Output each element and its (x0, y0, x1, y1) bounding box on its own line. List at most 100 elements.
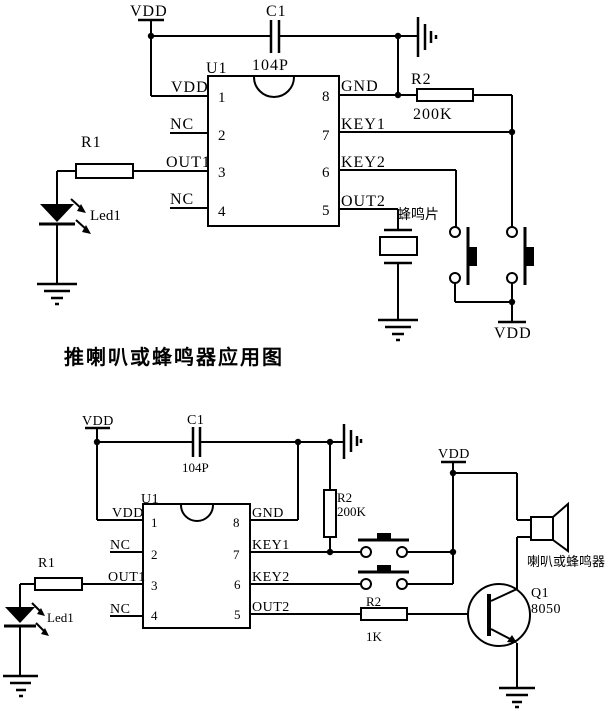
pin-label: NC (170, 116, 194, 133)
c1-ref-top: C1 (266, 3, 287, 20)
r2-value-bottom: 200K (337, 504, 367, 519)
pin-label: KEY2 (252, 570, 290, 585)
ic-ref-bottom: U1 (141, 492, 159, 507)
junction-dot (394, 91, 402, 99)
ic-u1-bottom (142, 503, 251, 629)
vdd-label-bottom-left: VDD (82, 414, 114, 429)
ground-icon-piezo (378, 318, 418, 342)
vdd-symbol-bottom-right (441, 460, 466, 584)
piezo-buzzer (379, 228, 418, 319)
top-circuit: VDD C1 104P U1 VDD N (37, 3, 534, 342)
pin-label: VDD (112, 506, 144, 521)
speaker-icon (530, 501, 569, 553)
pin-number: 7 (322, 128, 330, 144)
vdd-label-top-left: VDD (130, 3, 168, 20)
q1-ref: Q1 (531, 586, 549, 601)
r3-ref: R2 (366, 594, 381, 609)
r2-value-top: 200K (413, 106, 453, 123)
junction-dot (394, 32, 402, 40)
capacitor-c1-top (269, 20, 281, 53)
pin-label: OUT1 (166, 154, 211, 171)
led-led1-top (39, 171, 91, 284)
pin-number: 6 (234, 577, 241, 592)
junction-dot (326, 548, 334, 556)
ground-icon-emitter (499, 686, 535, 709)
pin-label: NC (110, 538, 130, 553)
pin-number: 2 (151, 547, 158, 562)
r1-ref-bottom: R1 (38, 556, 55, 571)
bottom-circuit: VDD C1 104P U1 VDD NC OUT1 NC (3, 413, 605, 709)
junction-dot (508, 298, 516, 306)
pin-number: 4 (218, 204, 226, 220)
pin-number: 3 (218, 165, 226, 181)
resistor-r2-bottom (323, 442, 337, 552)
pin-label: NC (110, 602, 130, 617)
pin-number: 2 (218, 128, 226, 144)
pin-label: OUT1 (108, 570, 146, 585)
c1-value-bottom: 104P (182, 460, 209, 475)
junction-dot (93, 438, 101, 446)
pin-label: KEY2 (341, 154, 386, 171)
pin-label: KEY1 (341, 116, 386, 133)
junction-dot (147, 32, 155, 40)
pin-label: GND (252, 506, 284, 521)
transistor-collector (490, 588, 518, 602)
pushbutton-key1-bottom (358, 533, 453, 558)
q1-value: 8050 (531, 602, 561, 617)
resistor-r3-1k (360, 607, 487, 621)
junction-dot (326, 438, 334, 446)
junction-dot (449, 548, 457, 556)
pin-number: 8 (233, 515, 240, 530)
pin-label: OUT2 (252, 600, 290, 615)
ground-icon-bottom-rail (342, 424, 363, 459)
ic-ref-top: U1 (206, 60, 228, 77)
r2-ref-bottom: R2 (337, 490, 352, 505)
pin-label: GND (341, 78, 379, 95)
c1-ref-bottom: C1 (187, 413, 204, 428)
pin-number: 3 (151, 578, 158, 593)
emitter-arrow (507, 635, 517, 643)
pin-number: 8 (322, 89, 330, 105)
pin-number: 5 (322, 203, 330, 219)
vdd-label-bottom-right: VDD (438, 447, 470, 462)
vdd-label-buttons-top: VDD (494, 325, 532, 342)
transistor-q1 (467, 583, 531, 688)
ic-u1-top (207, 75, 340, 227)
pin-number: 5 (234, 607, 241, 622)
r2-ref-top: R2 (411, 71, 432, 88)
led-led1-bottom (4, 584, 49, 675)
pin-label: VDD (171, 79, 209, 96)
pushbutton-key2-bottom (358, 565, 453, 590)
resistor-r2-top (416, 88, 513, 227)
capacitor-c1-bottom (191, 427, 202, 457)
pin-label: OUT2 (341, 193, 386, 210)
ic-notch-top (253, 76, 295, 98)
c1-value-top: 104P (252, 57, 289, 74)
ground-icon-led-top (37, 282, 77, 306)
ground-icon-led-bottom (3, 674, 38, 698)
r1-ref-top: R1 (81, 134, 102, 151)
pin-label: NC (170, 191, 194, 208)
transistor-base-bar (487, 594, 491, 636)
schematic-caption: 推喇叭或蜂鸣器应用图 (64, 345, 284, 369)
piezo-label: 蜂鸣片 (397, 206, 439, 223)
resistor-r1-top (57, 163, 134, 179)
transistor-emitter (490, 628, 513, 641)
ground-icon-top-right (416, 17, 438, 57)
junction-dot (449, 469, 457, 477)
pin-number: 1 (218, 90, 226, 106)
r3-value: 1K (366, 629, 383, 644)
pushbutton-key1-top (506, 226, 534, 285)
pushbutton-key2-top (449, 226, 477, 285)
junction-dot (508, 128, 516, 136)
ic-notch-bottom (180, 504, 214, 522)
led-label-bottom: Led1 (47, 610, 74, 625)
resistor-r1-bottom (20, 577, 83, 591)
pin-number: 1 (151, 515, 158, 530)
led-label-top: Led1 (90, 208, 121, 224)
pin-number: 6 (322, 165, 330, 181)
pin-number: 7 (233, 547, 240, 562)
pin-number: 4 (151, 608, 158, 623)
